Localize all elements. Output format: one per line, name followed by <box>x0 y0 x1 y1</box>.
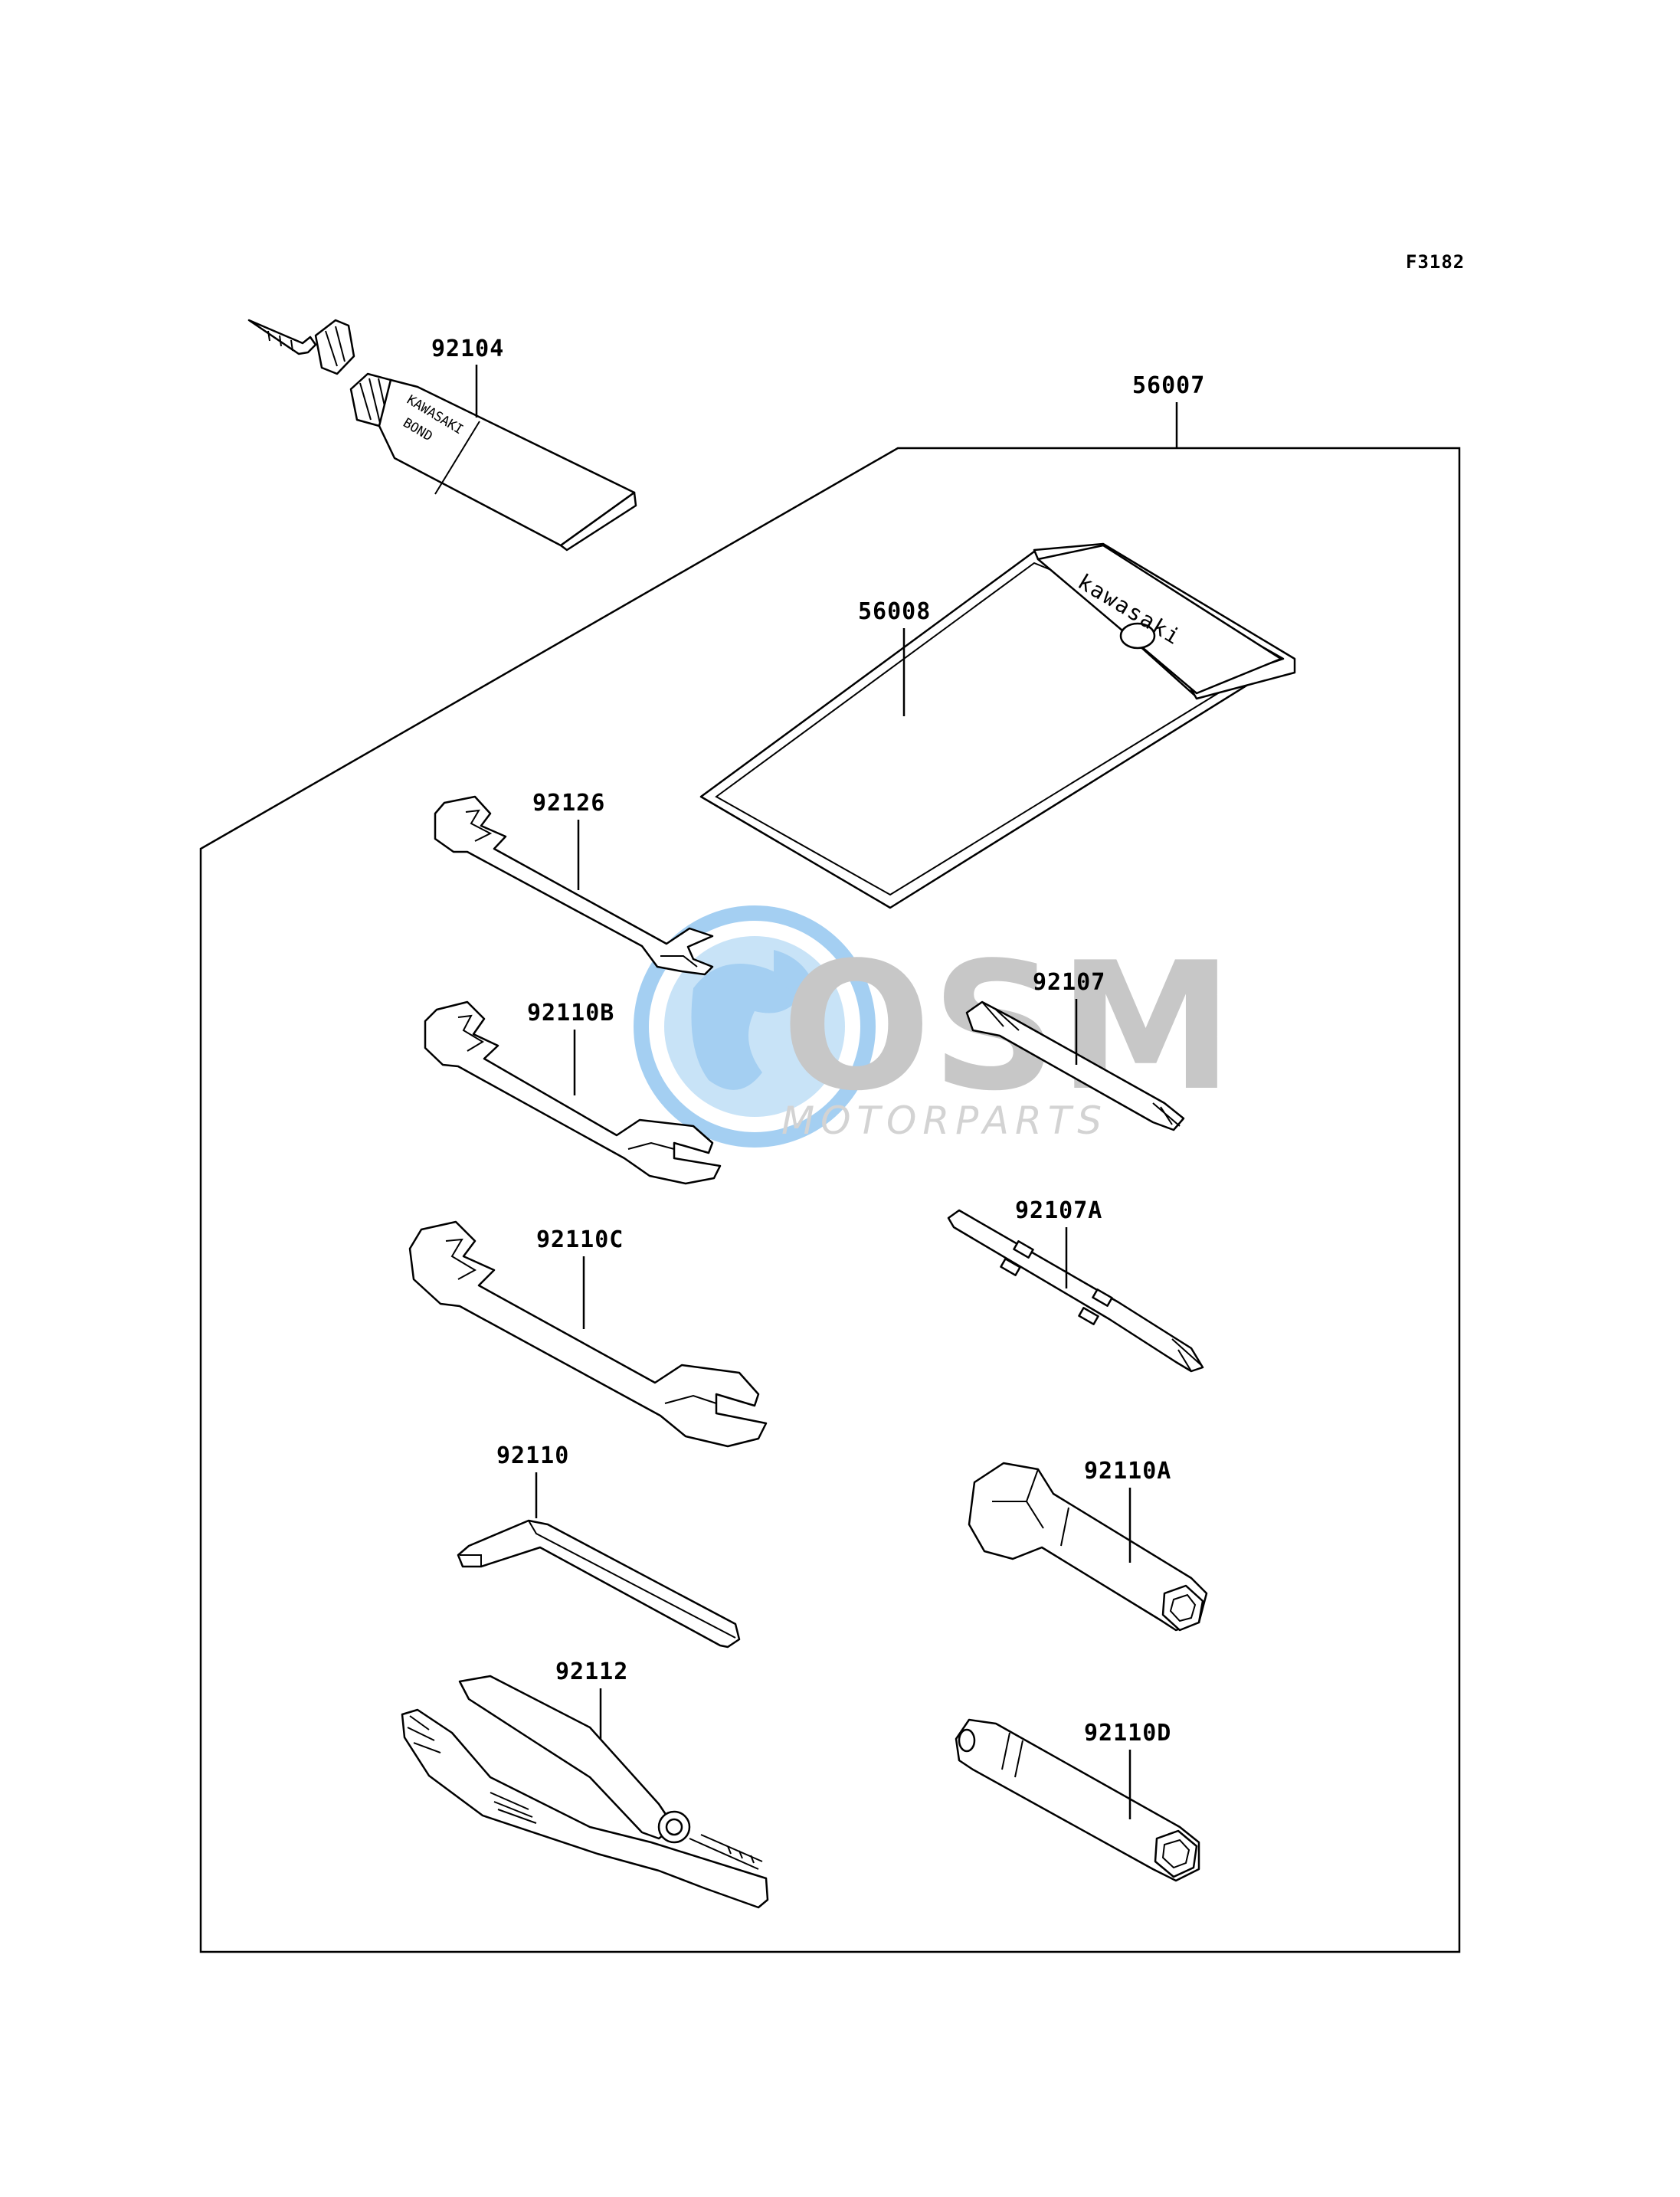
callout-wrench-92110c: 92110C <box>536 1226 624 1329</box>
part-number-label: 92104 <box>431 336 504 362</box>
pliers-illustration <box>401 1675 769 1909</box>
part-number-label: 92110 <box>496 1442 569 1469</box>
part-number-label: 92110B <box>527 1000 614 1026</box>
screwdriver-bit-illustration <box>947 1209 1204 1373</box>
part-number-label: 92126 <box>532 790 605 817</box>
plug-wrench-illustration <box>968 1462 1208 1632</box>
part-number-label: 92110C <box>536 1226 624 1253</box>
toolkit-outline <box>199 447 1461 1953</box>
hex-key-illustration <box>457 1519 741 1649</box>
part-number-label: 92112 <box>555 1658 628 1685</box>
figure-code: F3182 <box>1406 251 1465 273</box>
part-number-label: 92110A <box>1084 1458 1171 1485</box>
wrench-92126-illustration <box>434 795 714 976</box>
callout-box-wrench: 92110D <box>1084 1720 1171 1819</box>
callout-screwdriver-bit: 92107A <box>1015 1197 1102 1288</box>
watermark-globe-icon <box>634 905 876 1148</box>
part-number-label: 92110D <box>1084 1720 1171 1747</box>
box-wrench-illustration <box>955 1718 1200 1882</box>
wrench-92110b-illustration <box>424 1000 722 1185</box>
callout-pliers: 92112 <box>555 1658 628 1739</box>
pouch-illustration: kawasaki <box>699 542 1296 909</box>
bond-tube-illustration: KAWASAKI BOND <box>247 319 637 552</box>
screwdriver-illustration <box>965 1000 1185 1131</box>
part-number-label: 92107 <box>1033 969 1105 996</box>
callout-pouch: 56008 <box>858 598 931 716</box>
callout-bond: 92104 <box>431 336 504 417</box>
callout-plug-wrench: 92110A <box>1084 1458 1171 1563</box>
callout-toolkit: 56007 <box>1132 372 1205 448</box>
part-number-label: 92107A <box>1015 1197 1102 1224</box>
wrench-92110c-illustration <box>408 1220 768 1448</box>
part-number-label: 56007 <box>1132 372 1205 399</box>
callout-screwdriver: 92107 <box>1033 969 1105 1065</box>
callout-wrench-92126: 92126 <box>532 790 605 890</box>
callout-hex-key: 92110 <box>496 1442 569 1518</box>
watermark-subtitle: MOTORPARTS <box>781 1098 1108 1143</box>
part-number-label: 56008 <box>858 598 931 625</box>
callout-wrench-92110b: 92110B <box>527 1000 614 1095</box>
